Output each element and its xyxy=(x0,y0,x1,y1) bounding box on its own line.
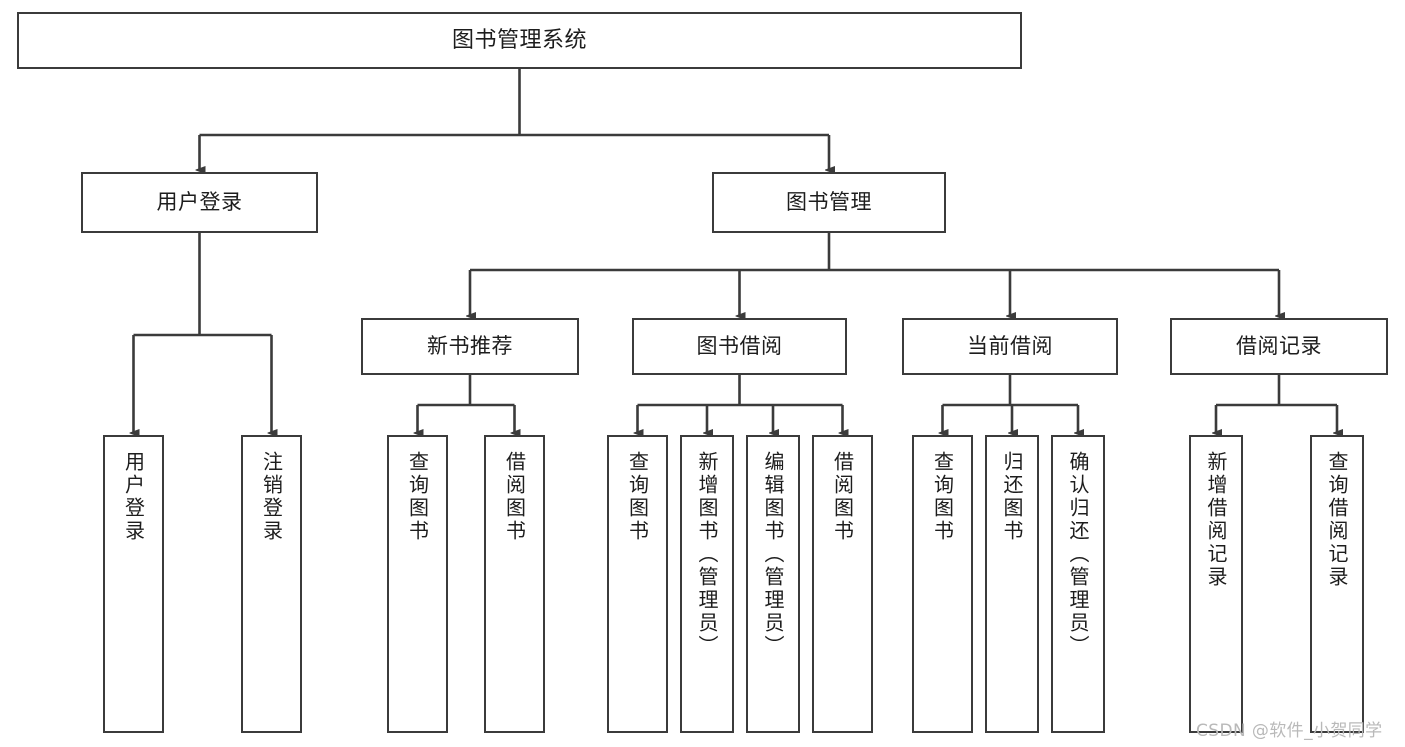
node-leaf-add-record: 新增借阅记录 xyxy=(1189,435,1243,733)
node-leaf-query-book: 查询图书 xyxy=(607,435,668,733)
node-label: 用户登录 xyxy=(121,451,146,543)
node-label: 归还图书 xyxy=(1000,451,1024,543)
node-label: 查询图书 xyxy=(930,451,955,543)
node-leaf-borrow-book-rec: 借阅图书 xyxy=(484,435,545,733)
csdn-watermark: CSDN @软件_小贺同学 xyxy=(1196,721,1383,741)
node-label: 图书管理 xyxy=(786,189,872,214)
node-label: 查询借阅记录 xyxy=(1325,451,1349,589)
node-label: 确认归还（管理员） xyxy=(1066,451,1090,658)
node-leaf-return-book: 归还图书 xyxy=(985,435,1039,733)
node-leaf-add-book: 新增图书（管理员） xyxy=(680,435,734,733)
node-leaf-user-login: 用户登录 xyxy=(103,435,164,733)
node-root: 图书管理系统 xyxy=(17,12,1022,69)
node-current-borrow: 当前借阅 xyxy=(902,318,1118,375)
node-label: 图书管理系统 xyxy=(451,27,587,53)
node-label: 注销登录 xyxy=(259,451,284,543)
node-leaf-edit-book: 编辑图书（管理员） xyxy=(746,435,800,733)
node-leaf-confirm-return: 确认归还（管理员） xyxy=(1051,435,1105,733)
node-leaf-borrow-book: 借阅图书 xyxy=(812,435,873,733)
node-leaf-logout: 注销登录 xyxy=(241,435,302,733)
node-borrow-record: 借阅记录 xyxy=(1170,318,1388,375)
node-label: 新增图书（管理员） xyxy=(695,451,719,658)
node-user-login: 用户登录 xyxy=(81,172,318,233)
node-label: 查询图书 xyxy=(625,451,650,543)
node-label: 新增借阅记录 xyxy=(1204,451,1228,589)
node-label: 借阅图书 xyxy=(830,451,855,543)
node-label: 查询图书 xyxy=(405,451,430,543)
node-label: 用户登录 xyxy=(156,189,243,214)
node-leaf-query-record: 查询借阅记录 xyxy=(1310,435,1364,733)
node-label: 借阅记录 xyxy=(1236,333,1322,358)
node-label: 当前借阅 xyxy=(967,333,1053,358)
node-label: 图书借阅 xyxy=(696,333,783,358)
node-book-borrow: 图书借阅 xyxy=(632,318,847,375)
node-new-book-rec: 新书推荐 xyxy=(361,318,579,375)
node-leaf-query-book-cur: 查询图书 xyxy=(912,435,973,733)
node-leaf-query-book-rec: 查询图书 xyxy=(387,435,448,733)
node-label: 新书推荐 xyxy=(427,333,513,358)
node-label: 编辑图书（管理员） xyxy=(761,451,785,658)
node-label: 借阅图书 xyxy=(502,451,527,543)
node-book-manage: 图书管理 xyxy=(712,172,946,233)
